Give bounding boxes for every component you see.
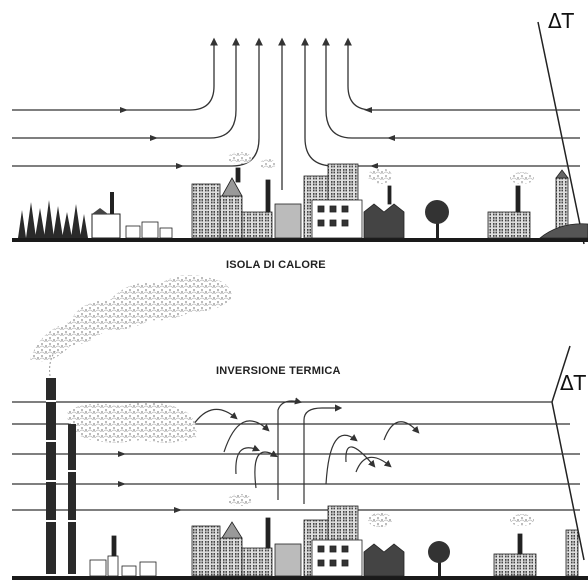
top-inflow-arrow-left-3 (176, 163, 184, 169)
swirl-5 (304, 408, 340, 504)
bottom-inflow-arrow-3 (174, 507, 182, 513)
top-inflow-arrow-right-1 (370, 163, 378, 169)
top-panel-caption: ISOLA DI CALORE (226, 259, 326, 271)
top-panel: ΔT (12, 9, 588, 271)
top-flow-line-right-3 (348, 40, 580, 110)
top-flow-lines (12, 40, 580, 190)
bottom-tree (428, 541, 450, 576)
short-chimney (68, 424, 76, 574)
bottom-houses-left (90, 536, 156, 576)
top-flow-line-right-1 (305, 40, 580, 166)
top-city-core (192, 164, 362, 238)
bottom-inflow-arrowheads (118, 451, 182, 513)
swirl-7 (346, 447, 374, 466)
top-factory-right (488, 170, 588, 238)
swirl-3 (255, 452, 276, 488)
top-inflow-arrow-left-2 (150, 135, 158, 141)
tall-chimney (46, 378, 56, 574)
drifting-smoke-cloud (30, 275, 232, 361)
swirl-1 (190, 409, 236, 430)
bottom-chimneys (46, 350, 76, 574)
bottom-ground (12, 576, 588, 580)
top-flow-line-right-2 (326, 40, 580, 138)
top-tree (425, 200, 449, 238)
bottom-panel-caption: INVERSIONE TERMICA (216, 365, 341, 377)
top-forest (18, 200, 88, 238)
top-flow-line-left-1 (12, 40, 214, 110)
top-city-smoke (228, 152, 534, 184)
top-flow-line-left-2 (12, 40, 236, 138)
bottom-delta-t-label: ΔT (560, 371, 587, 395)
bottom-swirl-flows (190, 401, 418, 504)
top-inflow-arrow-right-2 (387, 135, 395, 141)
swirl-6 (326, 435, 356, 484)
top-houses-left (126, 222, 172, 238)
bottom-industry-right (364, 544, 404, 576)
bottom-inflow-arrow-2 (118, 481, 126, 487)
bottom-panel: INVERSIONE TERMICA ΔT (12, 346, 588, 580)
swirl-4 (278, 401, 300, 500)
top-ground (12, 238, 588, 242)
bottom-inflow-arrow-1 (118, 451, 126, 457)
top-industry-right (364, 186, 404, 238)
top-flow-line-left-3 (12, 40, 259, 166)
top-factory-left (92, 192, 120, 238)
top-inflow-arrow-left-1 (120, 107, 128, 113)
bottom-city-skyline (12, 494, 588, 580)
bottom-city-core (192, 506, 362, 576)
swirl-2 (224, 421, 268, 452)
bottom-trapped-smog (67, 402, 196, 442)
top-inflow-arrow-right-3 (364, 107, 372, 113)
top-delta-t-label: ΔT (548, 9, 575, 33)
bottom-factory-right (494, 530, 578, 576)
